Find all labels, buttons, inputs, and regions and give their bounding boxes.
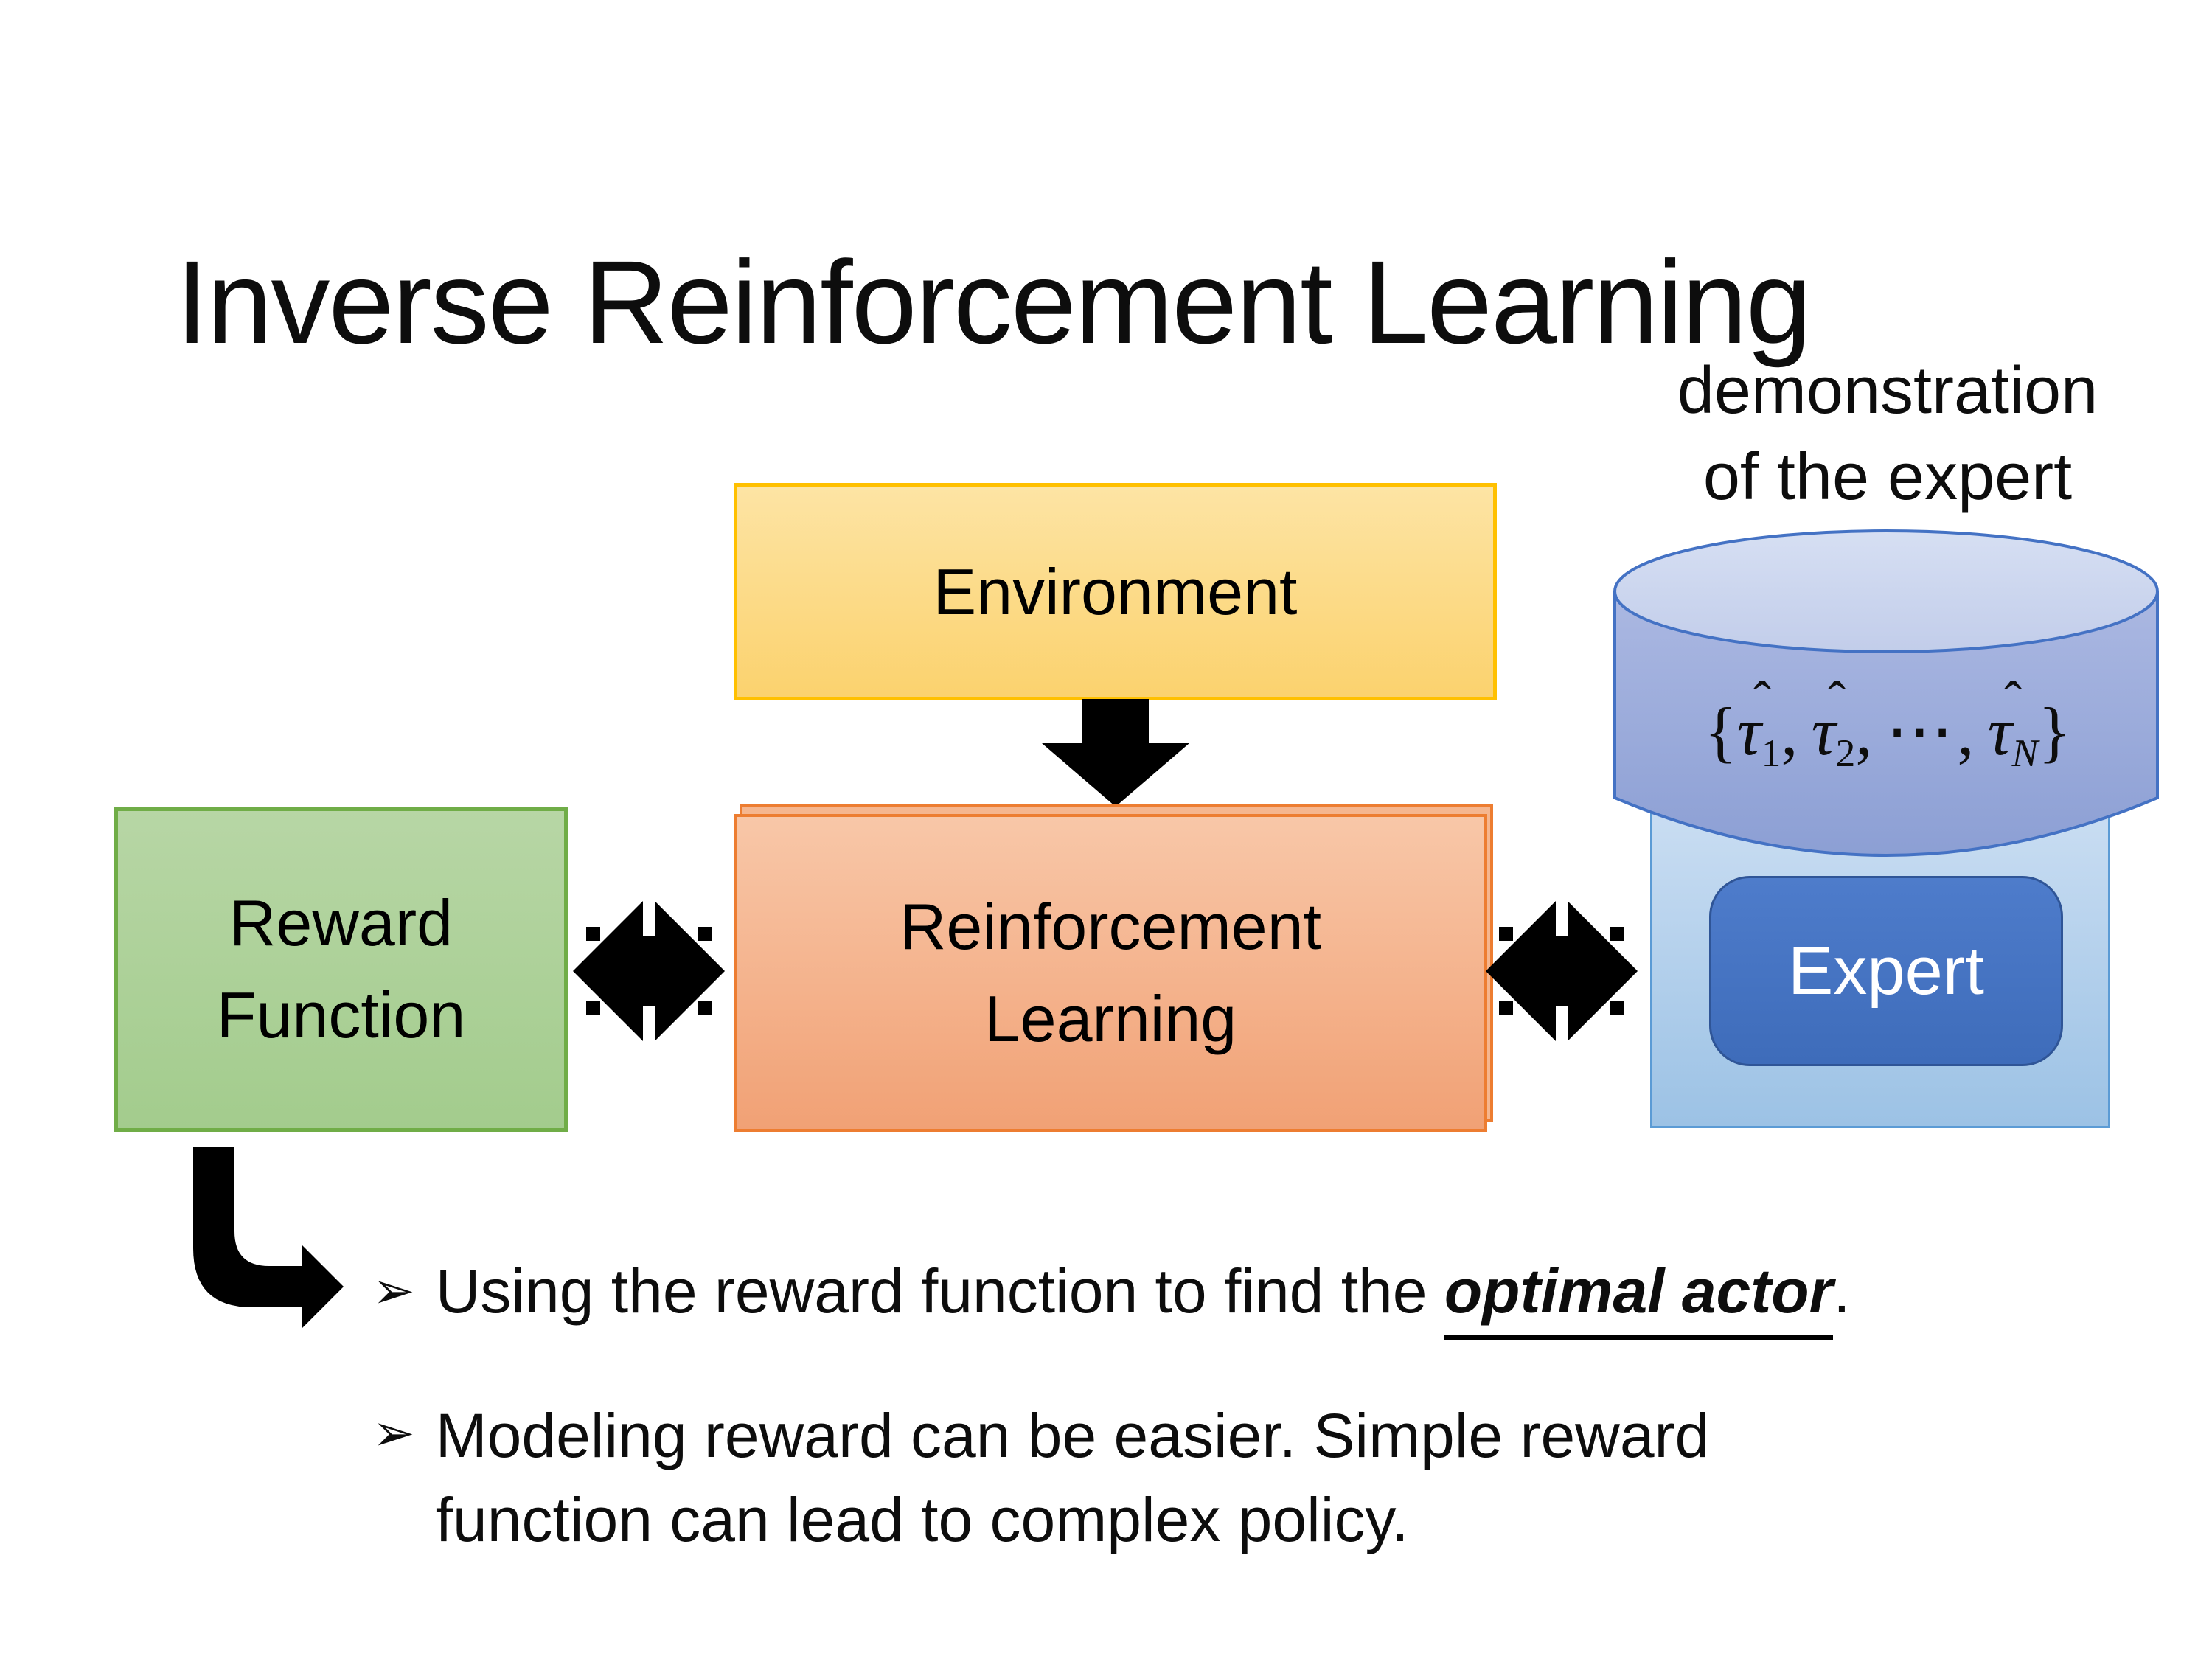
bullet-arrowhead-icon: ➢ xyxy=(372,1404,415,1463)
bullet-2-text: Modeling reward can be easier. Simple re… xyxy=(436,1394,1710,1562)
down-arrow-icon xyxy=(1042,699,1189,807)
demonstration-annotation: demonstration of the expert xyxy=(1607,348,2168,521)
elbow-arrow-icon xyxy=(193,1147,344,1328)
double-arrow-icon-left xyxy=(573,896,725,1046)
environment-box: Environment xyxy=(734,483,1497,700)
reward-function-box: Reward Function xyxy=(114,807,568,1132)
formula-ellipsis: ⋯ xyxy=(1885,692,1954,771)
annotation-line-1: demonstration xyxy=(1677,354,2098,428)
rl-label-line-2: Learning xyxy=(984,981,1237,1055)
expert-label: Expert xyxy=(1788,933,1984,1009)
demonstration-database-cylinder xyxy=(1613,529,2159,857)
bullet-modeling-reward: ➢ Modeling reward can be easier. Simple … xyxy=(372,1394,1709,1562)
reward-label-line-1: Reward xyxy=(229,886,453,960)
annotation-line-2: of the expert xyxy=(1703,440,2073,514)
double-arrow-icon-right xyxy=(1486,896,1638,1046)
bullet-2-line-1: Modeling reward can be easier. Simple re… xyxy=(435,1401,1710,1470)
bullet-optimal-actor: ➢ Using the reward function to find the … xyxy=(372,1256,1851,1340)
rl-label-line-1: Reinforcement xyxy=(899,889,1322,963)
bullet-arrowhead-icon: ➢ xyxy=(372,1262,415,1321)
expert-box: Expert xyxy=(1709,876,2063,1066)
reward-label-line-2: Function xyxy=(216,978,466,1051)
bullet-2-line-2: function can lead to complex policy. xyxy=(435,1485,1409,1555)
environment-label: Environment xyxy=(933,554,1298,628)
formula-open-brace: { xyxy=(1704,694,1737,769)
optimal-actor-emphasis: optimal actor xyxy=(1444,1256,1834,1340)
formula-close-brace: } xyxy=(2038,694,2071,769)
page-title: Inverse Reinforcement Learning xyxy=(175,236,1812,368)
reinforcement-learning-box: Reinforcement Learning xyxy=(734,814,1487,1132)
bullet-1-text: Using the reward function to find the op… xyxy=(436,1256,1851,1340)
